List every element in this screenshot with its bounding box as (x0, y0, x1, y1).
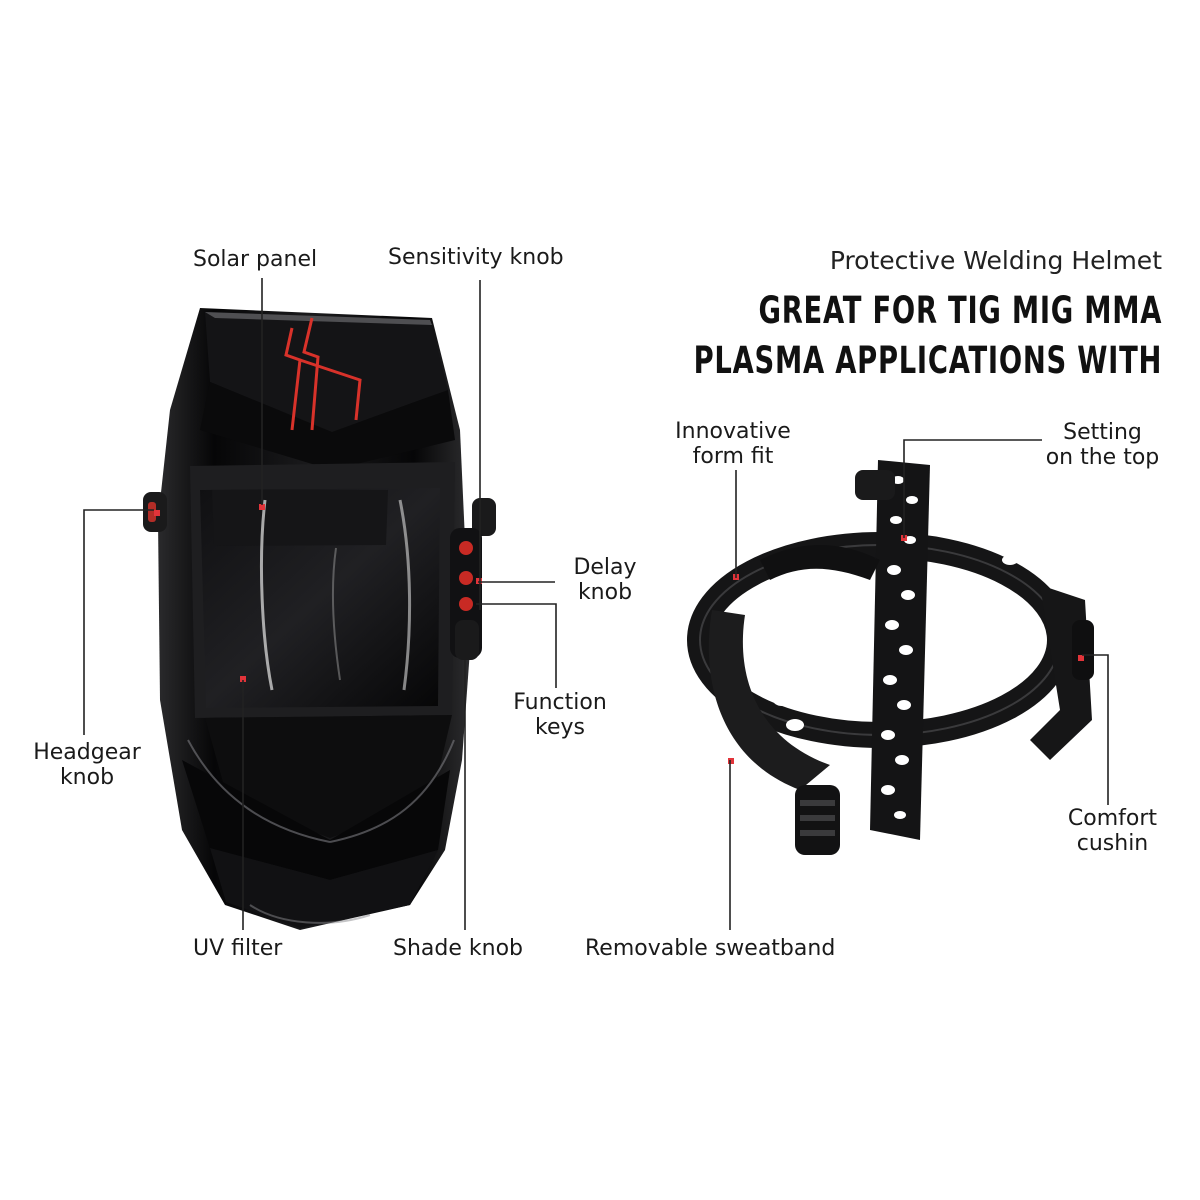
headline-line-1: GREAT FOR TIG MIG MMA (758, 289, 1162, 332)
label-delay-knob-line-1: Delay (573, 555, 637, 580)
solar-panel-strip (212, 490, 388, 546)
label-sensitivity-knob: Sensitivity knob (388, 245, 564, 270)
line-function (476, 603, 557, 688)
label-comfort-line-2: cushin (1076, 831, 1149, 856)
sweatband (708, 610, 830, 790)
helmet-top-cap (205, 312, 448, 432)
label-innovative-form-fit: Innovative form fit (663, 419, 803, 469)
label-shade-knob: Shade knob (393, 936, 523, 961)
subtitle: Protective Welding Helmet (829, 246, 1162, 275)
label-setting-line-2: on the top (1045, 445, 1160, 470)
label-innovative-line-1: Innovative (675, 419, 791, 444)
headline-line-2: PLASMA APPLICATIONS WITH (693, 339, 1162, 382)
red-decal (284, 317, 362, 431)
shade-knob (455, 620, 479, 660)
line-headgear-knob (83, 509, 154, 735)
label-solar-panel: Solar panel (193, 247, 318, 272)
callout-lines (83, 278, 1109, 930)
label-headgear-knob-line-1: Headgear (33, 740, 141, 765)
welding-helmet (143, 308, 496, 930)
top-setting-knob (855, 470, 895, 500)
strap-holes (881, 476, 918, 819)
label-comfort-cushin: Comfort cushin (1055, 806, 1170, 856)
marker-dots (154, 504, 482, 682)
label-function-keys-line-2: keys (535, 715, 585, 740)
line-setting (903, 439, 1042, 538)
label-delay-knob: Delay knob (565, 555, 645, 605)
headline: GREAT FOR TIG MIG MMA PLASMA APPLICATION… (693, 286, 1162, 386)
label-comfort-line-1: Comfort (1067, 806, 1158, 831)
label-setting-on-top: Setting on the top (1030, 420, 1175, 470)
headgear (687, 460, 1094, 855)
label-removable-sweatband: Removable sweatband (585, 936, 836, 961)
label-function-keys: Function keys (500, 690, 620, 740)
label-uv-filter: UV filter (193, 936, 283, 961)
label-setting-line-1: Setting (1063, 420, 1142, 445)
label-delay-knob-line-2: knob (577, 580, 633, 605)
line-comfort (1082, 654, 1109, 805)
label-headgear-knob-line-2: knob (59, 765, 115, 790)
sensitivity-knob (472, 498, 496, 536)
label-innovative-line-2: form fit (692, 444, 774, 469)
label-function-keys-line-1: Function (513, 690, 607, 715)
label-headgear-knob: Headgear knob (22, 740, 152, 790)
